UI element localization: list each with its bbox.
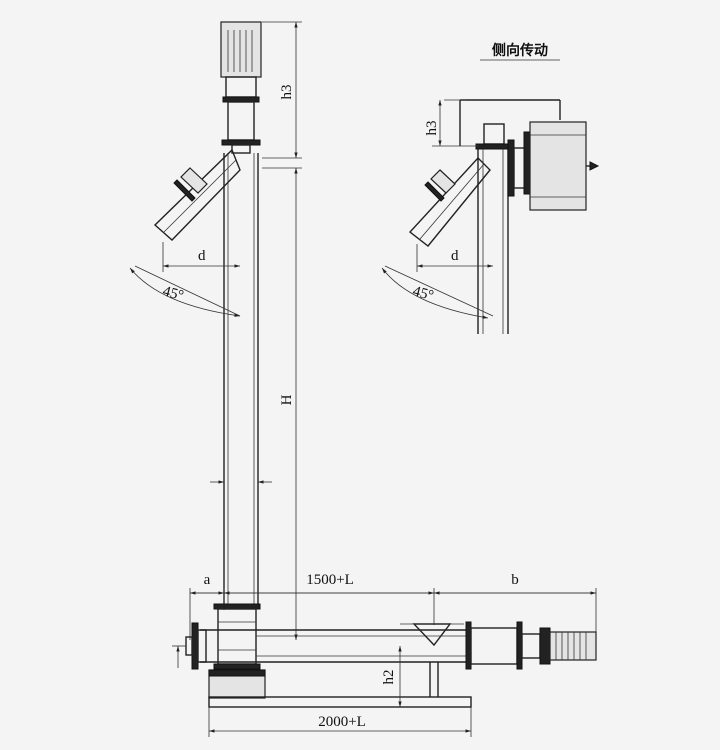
a-label: a bbox=[204, 572, 211, 588]
d-dimension: d bbox=[162, 242, 240, 272]
b-label: b bbox=[511, 572, 519, 588]
top-motor bbox=[220, 21, 262, 154]
H-label: H bbox=[279, 394, 295, 405]
side-angle-label: 45° bbox=[411, 283, 435, 304]
bottom-assembly bbox=[185, 603, 597, 708]
1500L-label: 1500+L bbox=[306, 572, 354, 588]
discharge-spout bbox=[153, 148, 241, 241]
h2-label: h2 bbox=[381, 670, 397, 685]
2000L-dimension: 2000+L bbox=[208, 707, 472, 737]
horizontal-dimensions: a 1500+L b bbox=[189, 572, 597, 655]
h3-label: h3 bbox=[279, 85, 295, 100]
angle-label: 45° bbox=[161, 283, 185, 304]
H-dimension: H bbox=[262, 167, 302, 640]
side-view-title: 侧向传动 bbox=[492, 42, 548, 59]
2000L-label: 2000+L bbox=[318, 714, 366, 730]
vertical-tube bbox=[223, 153, 259, 605]
side-view: 侧向传动 h3 d bbox=[381, 42, 600, 334]
left-height-marker bbox=[172, 645, 186, 668]
side-h3-label: h3 bbox=[424, 121, 440, 136]
h3-dimension: h3 bbox=[262, 21, 302, 159]
d-label: d bbox=[198, 248, 206, 264]
side-d-label: d bbox=[451, 248, 459, 264]
angle-indicator: 45° bbox=[129, 265, 241, 317]
main-view: h3 H d 45° bbox=[129, 21, 597, 737]
h2-dimension: h2 bbox=[381, 646, 402, 707]
